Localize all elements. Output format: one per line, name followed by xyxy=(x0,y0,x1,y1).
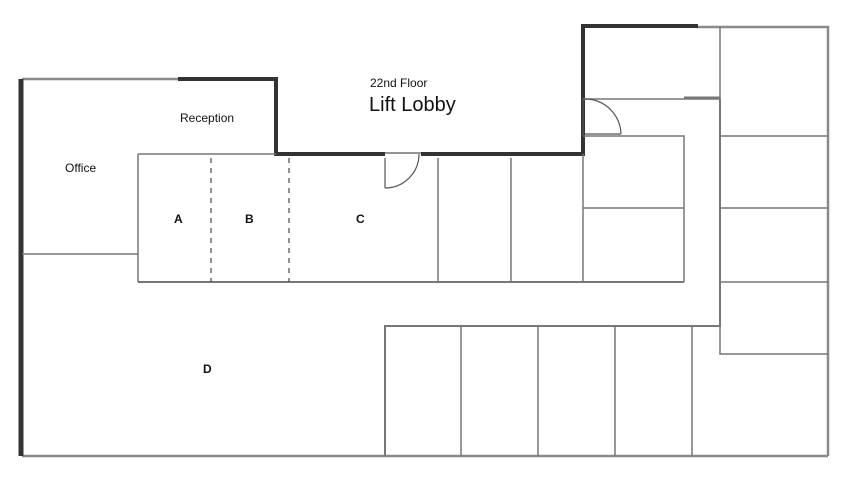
door-swing-lobby xyxy=(384,153,420,189)
lobby-label: Lift Lobby xyxy=(369,94,456,116)
outer-walls-light xyxy=(22,25,830,458)
room-label-a: A xyxy=(174,212,183,226)
room-label-d: D xyxy=(203,362,212,376)
lobby-core-wall xyxy=(421,24,698,156)
room-label-b: B xyxy=(245,212,254,226)
reception-wall xyxy=(178,77,385,156)
room-label-c: C xyxy=(356,212,365,226)
floor-label: 22nd Floor xyxy=(370,76,428,90)
room-label-reception: Reception xyxy=(180,111,235,125)
dashed-dividers xyxy=(210,158,290,282)
door-swing-corridor xyxy=(584,98,622,135)
room-label-office: Office xyxy=(65,161,97,175)
partitions xyxy=(22,27,828,456)
core-walls-heavy xyxy=(18,24,698,456)
doors xyxy=(384,98,622,189)
east-wall xyxy=(696,25,830,456)
